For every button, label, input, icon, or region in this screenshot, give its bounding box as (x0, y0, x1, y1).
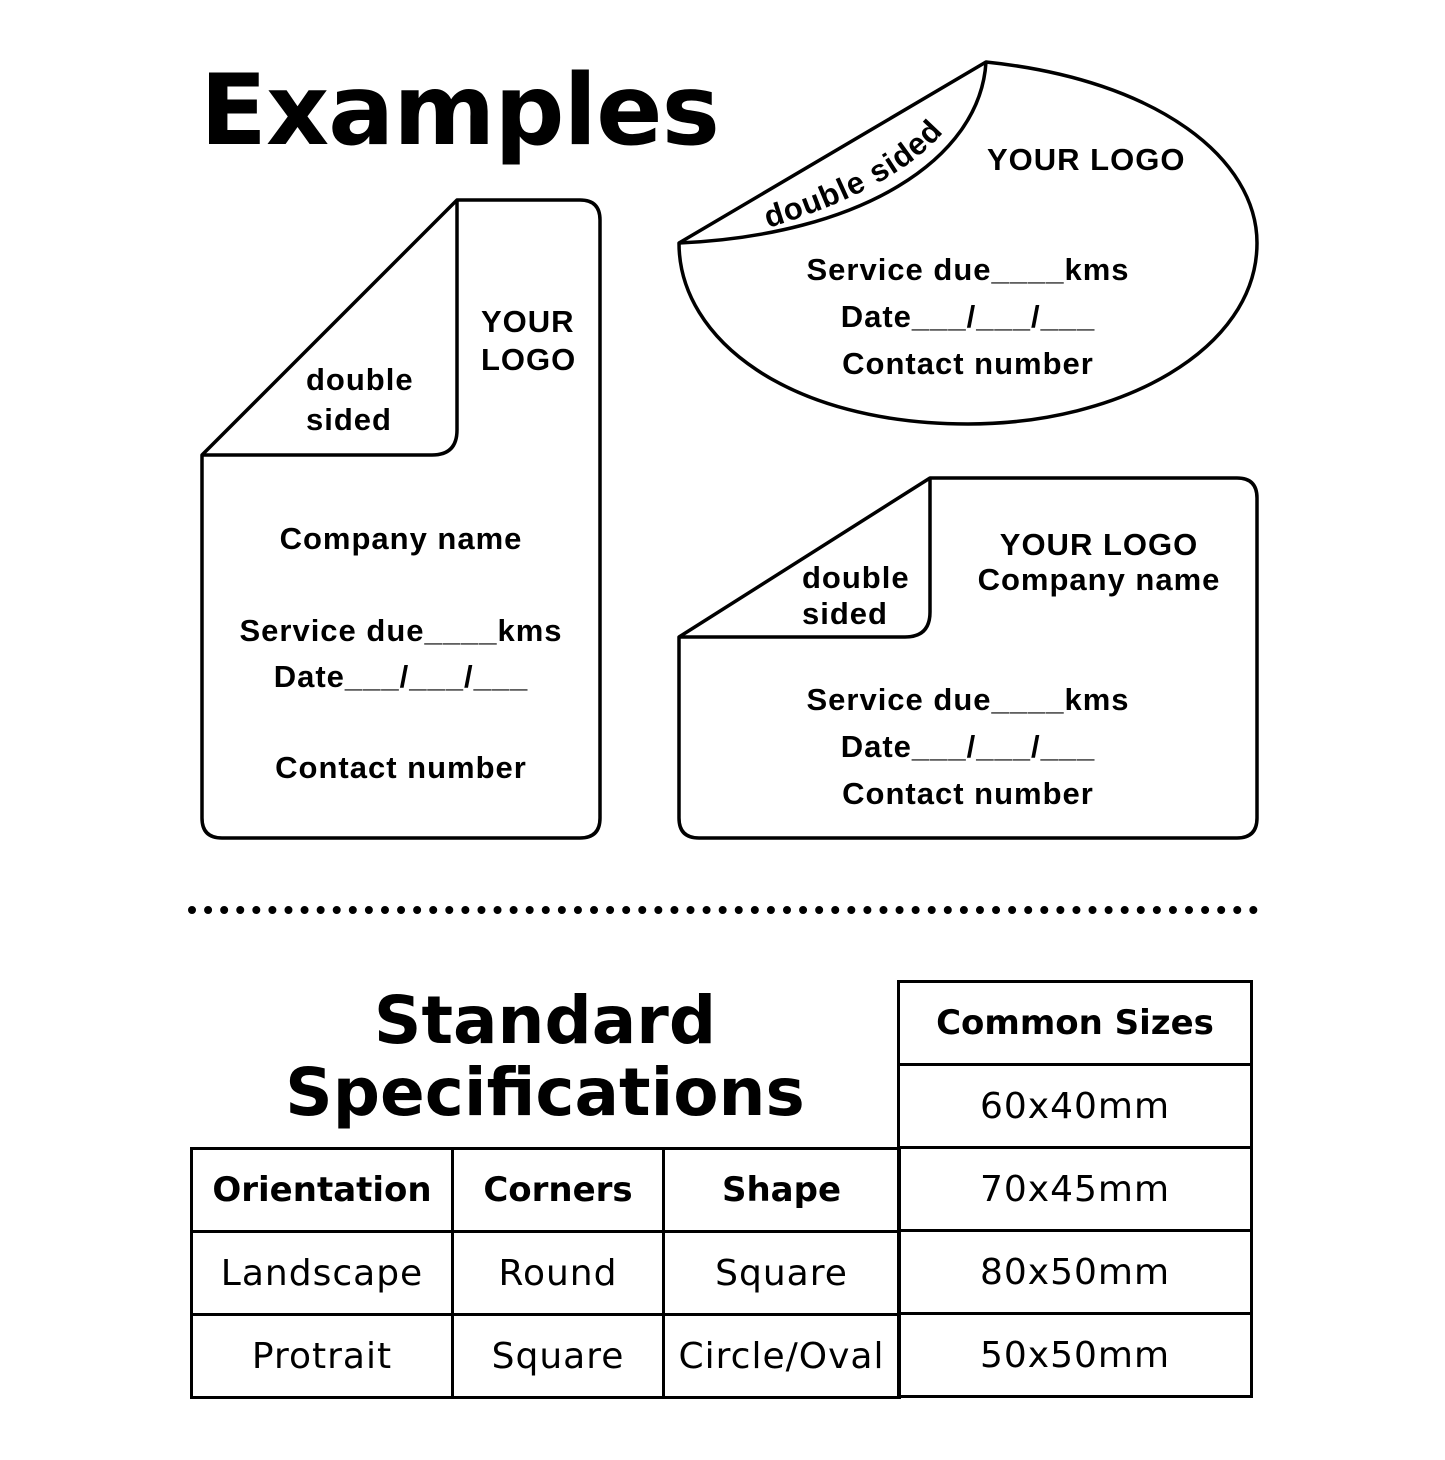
size-cell: 70x45mm (897, 1146, 1253, 1232)
landscape-logo: YOUR LOGO (999, 527, 1199, 562)
table-cell: Protrait (190, 1313, 454, 1399)
header-common-sizes: Common Sizes (897, 980, 1253, 1066)
oval-date: Date___/___/___ (840, 299, 1096, 334)
portrait-date: Date___/___/___ (273, 659, 529, 694)
table-header-row: Orientation Corners Shape (190, 1147, 901, 1233)
header-corners: Corners (451, 1147, 665, 1233)
table-row: 60x40mm (897, 1063, 1253, 1149)
landscape-service-due: Service due____kms (806, 682, 1130, 717)
table-header-row: Common Sizes (897, 980, 1253, 1066)
portrait-flap-line1: double (306, 362, 414, 397)
landscape-company-name: Company name (977, 562, 1221, 597)
table-row: 50x50mm (897, 1312, 1253, 1398)
landscape-sticker-outline (677, 476, 1259, 840)
oval-logo: YOUR LOGO (987, 142, 1186, 177)
table-cell: Square (662, 1230, 901, 1316)
common-sizes-table: Common Sizes 60x40mm 70x45mm 80x50mm 50x… (897, 980, 1253, 1398)
oval-contact-number: Contact number (842, 346, 1094, 381)
portrait-company-name: Company name (279, 521, 523, 556)
header-orientation: Orientation (190, 1147, 454, 1233)
oval-service-due: Service due____kms (806, 252, 1130, 287)
landscape-flap-line1: double (802, 560, 910, 595)
table-cell: Circle/Oval (662, 1313, 901, 1399)
portrait-logo-line2: LOGO (481, 342, 577, 377)
size-cell: 50x50mm (897, 1312, 1253, 1398)
header-shape: Shape (662, 1147, 901, 1233)
oval-sticker-flap (678, 61, 988, 245)
table-cell: Round (451, 1230, 665, 1316)
portrait-contact-number: Contact number (275, 750, 527, 785)
table-row: Protrait Square Circle/Oval (190, 1313, 901, 1399)
section-divider (188, 906, 1258, 914)
portrait-sticker-outline (200, 198, 602, 840)
table-cell: Landscape (190, 1230, 454, 1316)
table-cell: Square (451, 1313, 665, 1399)
specifications-title-line1: Standard (373, 982, 717, 1059)
oval-flap-text: double sided (760, 112, 950, 234)
examples-title: Examples (200, 54, 720, 168)
size-cell: 60x40mm (897, 1063, 1253, 1149)
table-row: 80x50mm (897, 1229, 1253, 1315)
landscape-flap-line2: sided (802, 596, 888, 631)
size-cell: 80x50mm (897, 1229, 1253, 1315)
landscape-sticker-flap (679, 478, 932, 639)
portrait-service-due: Service due____kms (239, 613, 563, 648)
specifications-title: Standard Specifications (240, 985, 850, 1129)
landscape-contact-number: Contact number (842, 776, 1094, 811)
landscape-date: Date___/___/___ (840, 729, 1096, 764)
portrait-sticker-flap (202, 200, 459, 457)
portrait-logo-line1: YOUR (481, 304, 575, 339)
specifications-table: Orientation Corners Shape Landscape Roun… (190, 1147, 901, 1399)
specifications-title-line2: Specifications (285, 1054, 805, 1131)
portrait-flap-line2: sided (306, 402, 392, 437)
table-row: 70x45mm (897, 1146, 1253, 1232)
oval-sticker-outline (677, 60, 1259, 426)
table-row: Landscape Round Square (190, 1230, 901, 1316)
